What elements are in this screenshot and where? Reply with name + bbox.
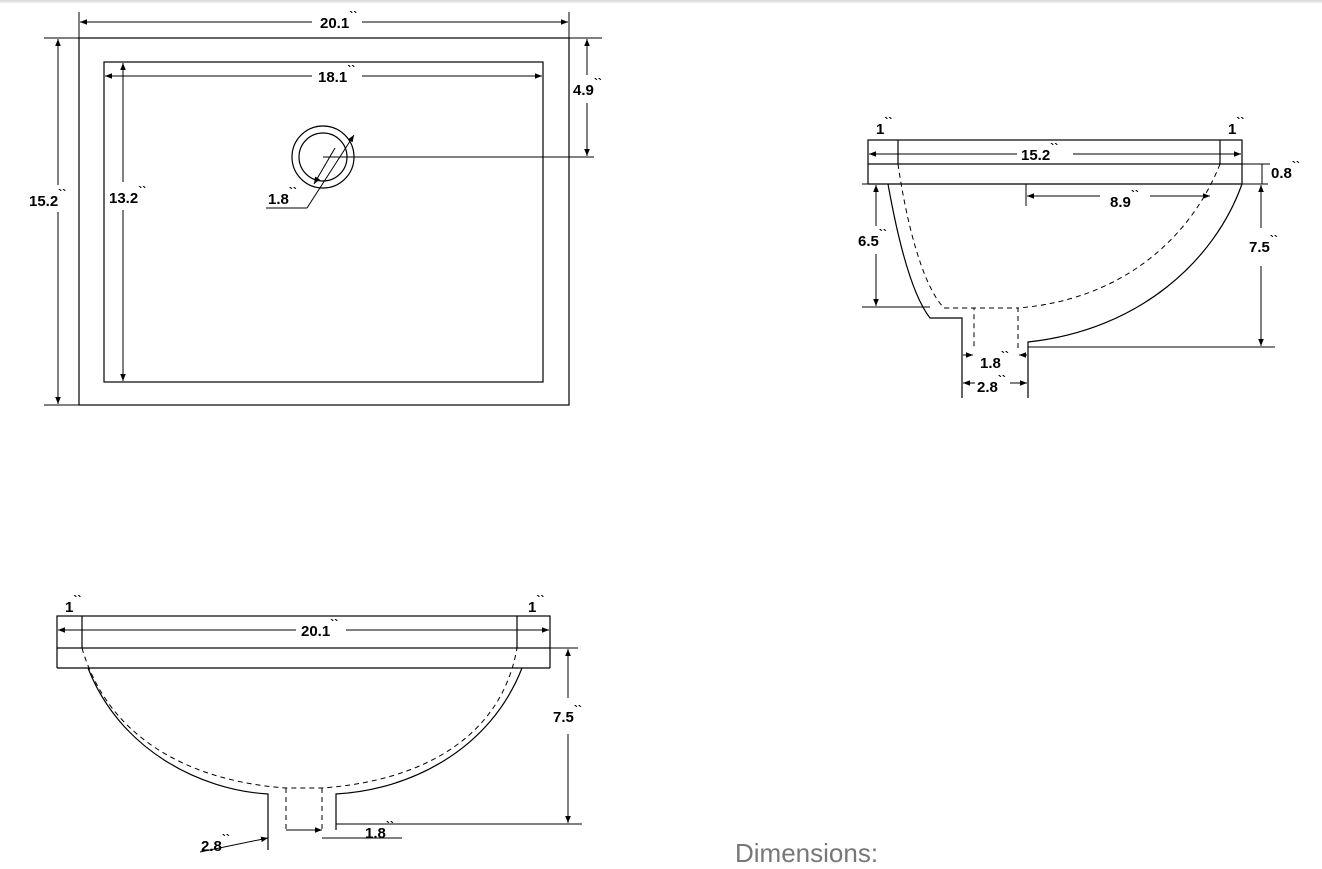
- inner-bowl-outline: [103, 61, 544, 383]
- dimensions-caption: Dimensions:: [735, 838, 879, 868]
- dim-inner-depth: 13.2: [109, 190, 138, 207]
- svg-text:20.1``: 20.1``: [301, 617, 338, 640]
- dim-front-rim-left: 1: [65, 599, 73, 616]
- dim-overall-width: 20.1: [320, 15, 349, 32]
- top-border: [0, 0, 1322, 3]
- dim-side-drain-inner: 1.8: [980, 355, 1001, 372]
- dim-side-total-height: 7.5: [1249, 239, 1270, 256]
- svg-text:2.8``: 2.8``: [201, 832, 230, 855]
- dim-bowl-depth: 6.5: [858, 233, 879, 250]
- svg-text:7.5``: 7.5``: [553, 703, 582, 726]
- front-view: 1`` 1`` 20.1`` 7.5`` 1.8`` 2.8``: [56, 593, 582, 855]
- dim-front-drain-inner: 1.8: [365, 825, 386, 842]
- svg-text:1``: 1``: [876, 115, 892, 138]
- svg-text:4.9``: 4.9``: [573, 76, 602, 99]
- dim-side-drain-outer: 2.8: [977, 379, 998, 396]
- svg-text:1``: 1``: [1228, 115, 1244, 138]
- svg-text:15.2``: 15.2``: [1021, 141, 1058, 164]
- dim-inner-width: 18.1: [318, 69, 347, 86]
- svg-text:15.2``: 15.2``: [29, 187, 66, 210]
- dim-side-width: 15.2: [1021, 147, 1050, 164]
- dim-side-rim-left: 1: [876, 121, 884, 138]
- svg-text:1``: 1``: [528, 593, 544, 616]
- outer-outline: [78, 37, 570, 406]
- dim-front-total-height: 7.5: [553, 709, 574, 726]
- dim-front-rim-right: 1: [528, 599, 536, 616]
- svg-text:20.1``: 20.1``: [320, 9, 357, 32]
- svg-text:7.5``: 7.5``: [1249, 233, 1278, 256]
- dim-drain-diameter: 1.8: [268, 191, 289, 208]
- dim-front-drain-outer: 2.8: [201, 838, 222, 855]
- dim-side-drain-offset: 8.9: [1110, 194, 1131, 211]
- dim-drain-offset: 4.9: [573, 82, 594, 99]
- svg-text:1.8``: 1.8``: [268, 185, 297, 208]
- svg-text:2.8``: 2.8``: [977, 373, 1006, 396]
- svg-text:1.8``: 1.8``: [365, 819, 394, 842]
- svg-text:1``: 1``: [65, 593, 81, 616]
- svg-text:13.2``: 13.2``: [109, 184, 146, 207]
- top-view: 20.1`` 18.1`` 4.9`` 15.2`` 13.2`` 1.8``: [29, 9, 602, 406]
- svg-text:0.8``: 0.8``: [1271, 159, 1300, 182]
- dim-front-width: 20.1: [301, 623, 330, 640]
- side-view: 1`` 1`` 15.2`` 0.8`` 8.9`` 6.5`` 7.5`` 1…: [858, 115, 1300, 398]
- svg-text:18.1``: 18.1``: [318, 63, 355, 86]
- dim-rim-thickness: 0.8: [1271, 165, 1292, 182]
- svg-text:8.9``: 8.9``: [1110, 188, 1139, 211]
- dim-side-rim-right: 1: [1228, 121, 1236, 138]
- svg-text:6.5``: 6.5``: [858, 227, 887, 250]
- dim-overall-depth: 15.2: [29, 193, 58, 210]
- svg-text:1.8``: 1.8``: [980, 349, 1009, 372]
